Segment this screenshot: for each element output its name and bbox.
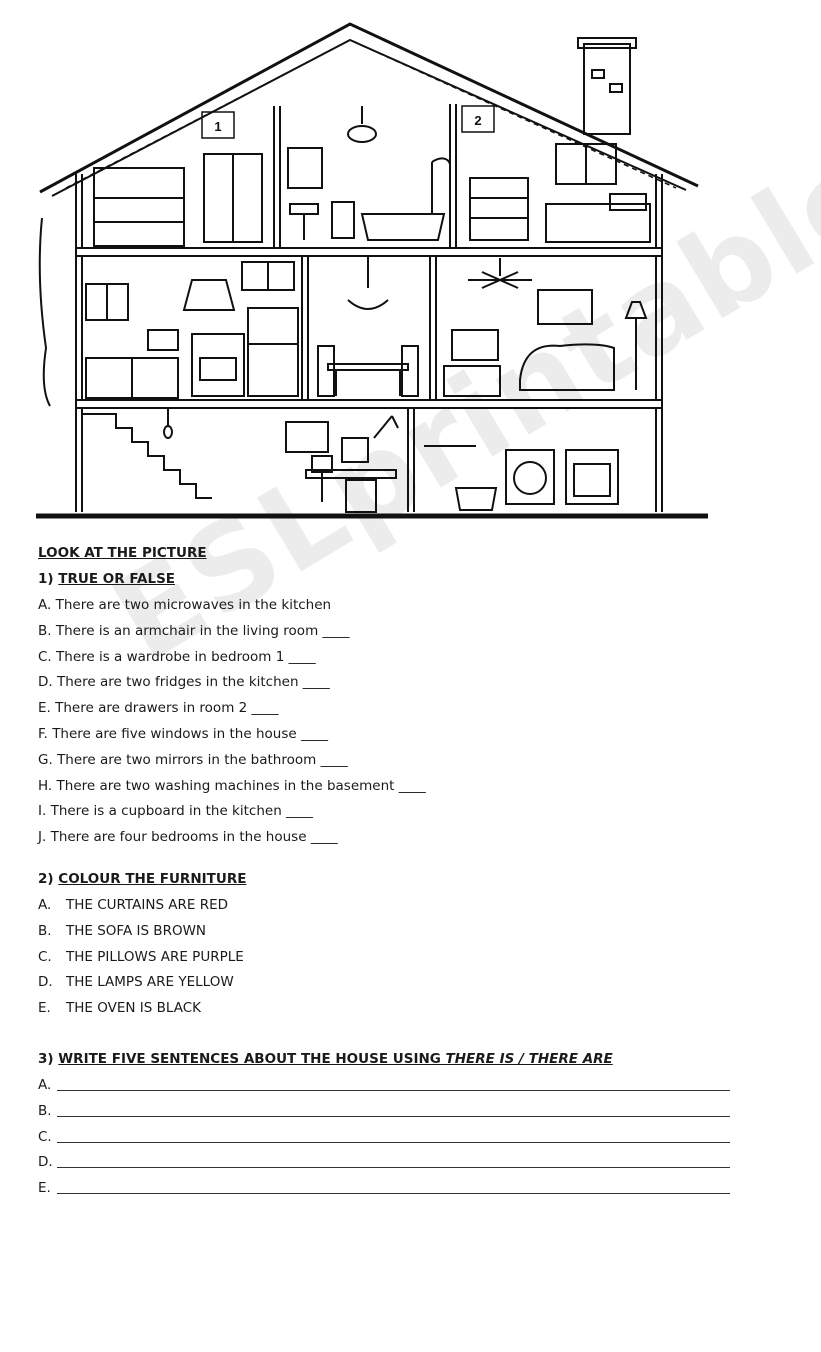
item-letter: J. bbox=[38, 829, 47, 846]
item-letter: I. bbox=[38, 803, 47, 820]
section-1-heading: 1) TRUE OR FALSE bbox=[38, 570, 175, 588]
item-text: There is a cupboard in the kitchen ____ bbox=[50, 803, 314, 820]
writing-line-label: A. bbox=[38, 1077, 52, 1093]
true-false-item: G. There are two mirrors in the bathroom… bbox=[38, 751, 348, 769]
colour-item: B. THE SOFA IS BROWN bbox=[38, 922, 206, 940]
item-letter: D. bbox=[38, 674, 53, 691]
colour-item: E. THE OVEN IS BLACK bbox=[38, 999, 201, 1017]
item-text: There are two microwaves in the kitchen bbox=[55, 597, 332, 613]
answer-line[interactable] bbox=[57, 1115, 730, 1117]
colour-item: C. THE PILLOWS ARE PURPLE bbox=[38, 948, 244, 966]
house-cross-section-illustration: 1 2 bbox=[36, 22, 708, 519]
true-false-item: I. There is a cupboard in the kitchen __… bbox=[38, 802, 313, 820]
room-label-1: 1 bbox=[214, 119, 221, 134]
colour-item: A. THE CURTAINS ARE RED bbox=[38, 896, 228, 914]
section-3-number: 3) bbox=[38, 1051, 54, 1067]
item-letter: H. bbox=[38, 777, 53, 794]
section-1-title: TRUE OR FALSE bbox=[58, 571, 176, 587]
item-letter: C. bbox=[38, 648, 52, 665]
true-false-item: H. There are two washing machines in the… bbox=[38, 777, 426, 795]
answer-line[interactable] bbox=[57, 1090, 730, 1091]
item-text: THE PILLOWS ARE PURPLE bbox=[66, 948, 244, 965]
item-text: THE SOFA IS BROWN bbox=[66, 922, 207, 939]
section-3-title: WRITE FIVE SENTENCES ABOUT THE HOUSE USI… bbox=[58, 1051, 613, 1067]
writing-line-label: D. bbox=[38, 1154, 53, 1171]
roof bbox=[39, 22, 699, 194]
section-2-title: COLOUR THE FURNITURE bbox=[58, 871, 247, 887]
section-3-heading: 3) WRITE FIVE SENTENCES ABOUT THE HOUSE … bbox=[38, 1050, 613, 1068]
writing-line-label: E. bbox=[38, 1180, 51, 1197]
section-3-title-italic: THERE IS / THERE ARE bbox=[445, 1051, 613, 1067]
item-text: There are four bedrooms in the house ___… bbox=[50, 829, 338, 846]
colour-item: D. THE LAMPS ARE YELLOW bbox=[38, 973, 234, 991]
answer-line[interactable] bbox=[57, 1193, 730, 1195]
item-letter: F. bbox=[38, 726, 48, 742]
item-text: There is an armchair in the living room … bbox=[55, 622, 350, 639]
item-text: There are two washing machines in the ba… bbox=[56, 777, 426, 794]
intro-heading: LOOK AT THE PICTURE bbox=[38, 545, 207, 561]
true-false-item: J. There are four bedrooms in the house … bbox=[38, 828, 338, 846]
item-letter: G. bbox=[38, 751, 53, 768]
item-text: THE LAMPS ARE YELLOW bbox=[66, 974, 234, 991]
writing-line-label: C. bbox=[38, 1128, 52, 1145]
true-false-item: B. There is an armchair in the living ro… bbox=[38, 622, 350, 640]
item-letter: C. bbox=[38, 948, 52, 965]
item-text: THE CURTAINS ARE RED bbox=[66, 897, 229, 913]
section-2-number: 2) bbox=[38, 871, 54, 887]
true-false-item: F. There are five windows in the house _… bbox=[38, 725, 328, 743]
item-text: There is a wardrobe in bedroom 1 ____ bbox=[56, 648, 316, 665]
item-letter: A. bbox=[38, 897, 52, 913]
chimney bbox=[583, 43, 631, 135]
true-false-item: E. There are drawers in room 2 ____ bbox=[38, 699, 279, 717]
true-false-item: A. There are two microwaves in the kitch… bbox=[38, 596, 331, 614]
answer-line[interactable] bbox=[57, 1141, 730, 1143]
item-text: There are five windows in the house ____ bbox=[52, 726, 328, 742]
item-letter: A. bbox=[38, 597, 52, 613]
item-letter: B. bbox=[38, 622, 52, 639]
item-letter: B. bbox=[38, 922, 52, 939]
true-false-item: D. There are two fridges in the kitchen … bbox=[38, 673, 330, 691]
writing-line-label: B. bbox=[38, 1102, 52, 1119]
true-false-item: C. There is a wardrobe in bedroom 1 ____ bbox=[38, 648, 316, 666]
answer-line[interactable] bbox=[57, 1167, 730, 1169]
item-text: There are two fridges in the kitchen ___… bbox=[56, 674, 330, 691]
item-text: There are drawers in room 2 ____ bbox=[55, 700, 279, 717]
item-letter: D. bbox=[38, 974, 53, 991]
section-2-heading: 2) COLOUR THE FURNITURE bbox=[38, 870, 246, 888]
item-text: There are two mirrors in the bathroom __… bbox=[57, 751, 348, 768]
room-label-2: 2 bbox=[474, 113, 481, 128]
section-1-number: 1) bbox=[38, 571, 54, 587]
item-letter: E. bbox=[38, 1000, 51, 1017]
item-text: THE OVEN IS BLACK bbox=[66, 1000, 201, 1017]
item-letter: E. bbox=[38, 700, 51, 717]
